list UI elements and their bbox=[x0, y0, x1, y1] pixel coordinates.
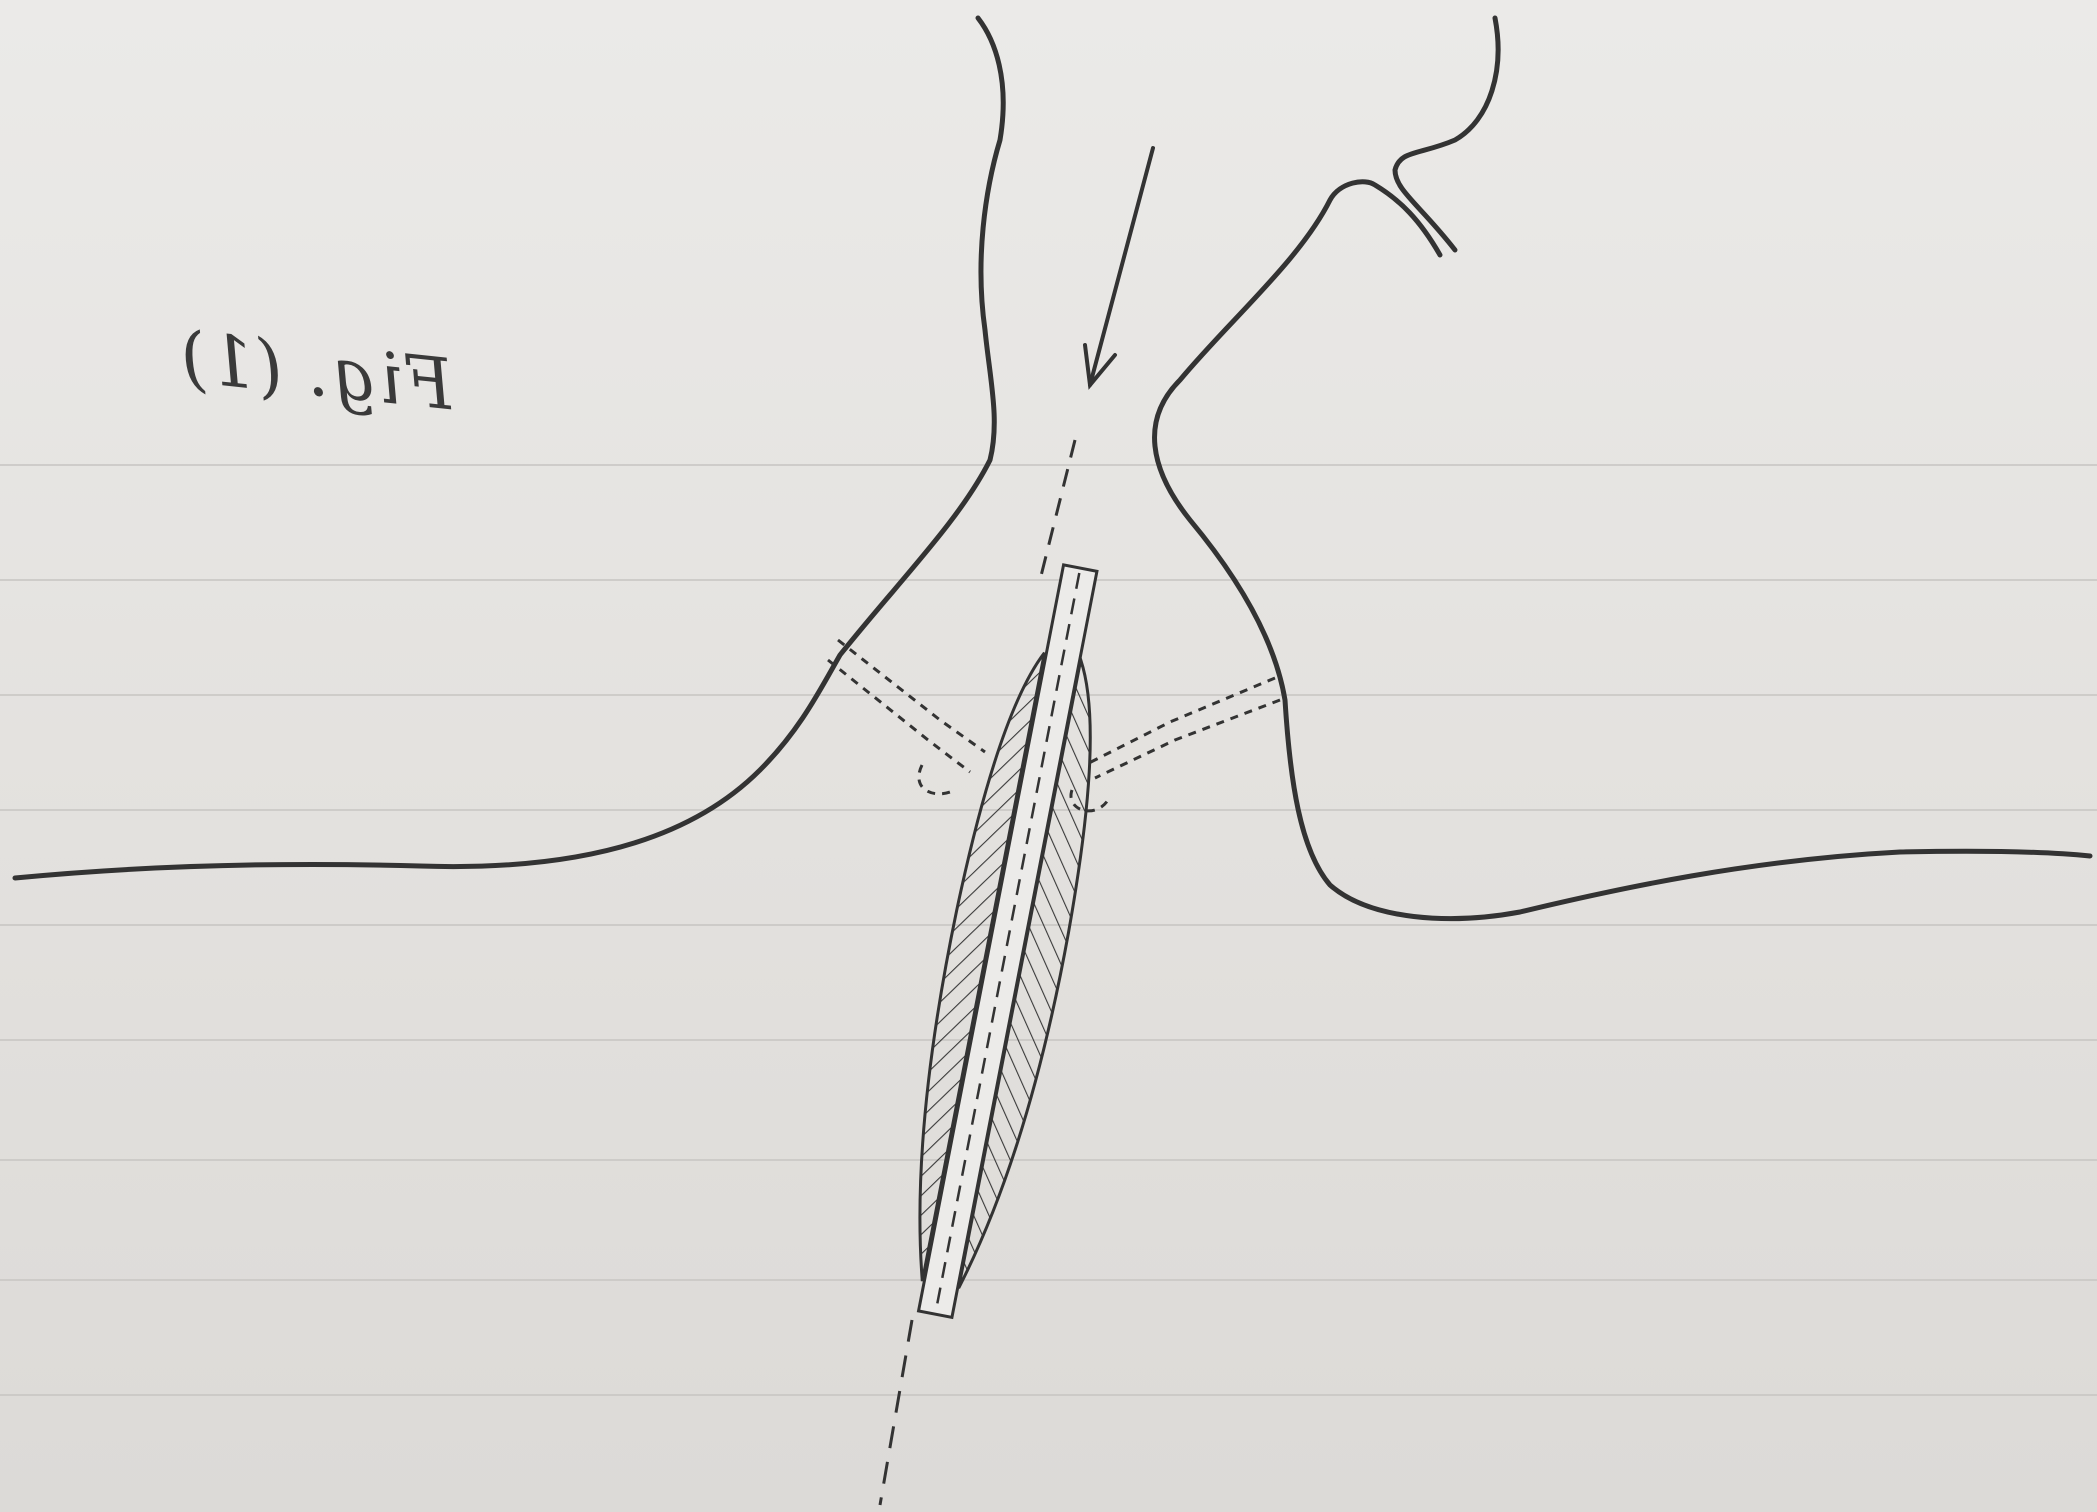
hatched-implant bbox=[880, 557, 1137, 1325]
axis-line-upper bbox=[1040, 440, 1075, 580]
arrow-shaft bbox=[1090, 148, 1153, 385]
outline-right bbox=[1155, 18, 2090, 919]
direction-arrow bbox=[1085, 148, 1153, 385]
dashed-cut-left bbox=[828, 640, 985, 794]
dashed-cut-right bbox=[1071, 678, 1280, 811]
outline-left bbox=[15, 18, 1003, 878]
axis-line-lower bbox=[880, 1320, 912, 1505]
